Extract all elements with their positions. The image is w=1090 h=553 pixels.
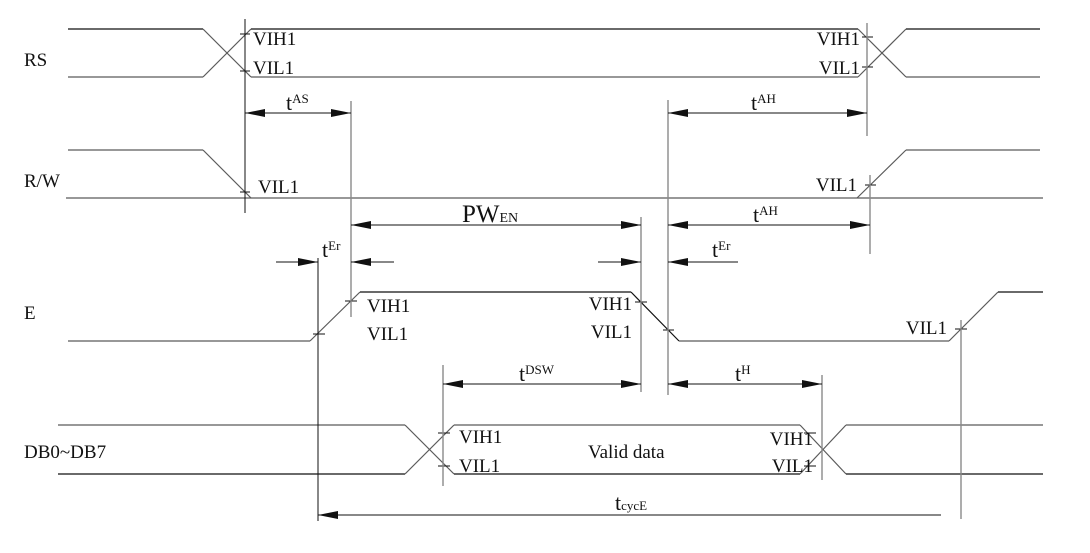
db-vih-label-right: VIH1: [770, 429, 813, 450]
e-vil-label-left: VIL1: [367, 324, 408, 345]
tcyce-label: tcycE: [615, 490, 647, 515]
e-vih-label-left: VIH1: [367, 296, 410, 317]
tah-rs-label: tAH: [751, 90, 776, 115]
e-waveform: [68, 291, 1043, 342]
db-waveform: [58, 424, 1043, 475]
rs-vil-label-left: VIL1: [253, 58, 294, 79]
pwen-label: PWEN: [462, 201, 518, 228]
rw-waveform: [66, 149, 1043, 199]
rs-vih-label-left: VIH1: [253, 29, 296, 50]
db-vil-label-left: VIL1: [459, 456, 500, 477]
db-vih-label-left: VIH1: [459, 427, 502, 448]
reference-lines: [244, 19, 962, 521]
ter-fall-label: tEr: [712, 237, 731, 262]
th-label: tH: [735, 361, 751, 386]
signal-label-rs: RS: [24, 50, 47, 71]
rs-vih-label-right: VIH1: [817, 29, 860, 50]
valid-data-label: Valid data: [588, 442, 665, 463]
tah-rw-label: tAH: [753, 202, 778, 227]
signal-label-rw: R/W: [24, 171, 60, 192]
rw-vil-label-left: VIL1: [258, 177, 299, 198]
e-vil-label-far-right: VIL1: [906, 318, 947, 339]
rs-vil-label-right: VIL1: [819, 58, 860, 79]
e-vih-label-right: VIH1: [589, 294, 632, 315]
signal-label-e: E: [24, 303, 36, 324]
rw-vil-label-right: VIL1: [816, 175, 857, 196]
signal-label-db: DB0~DB7: [24, 442, 106, 463]
e-vil-label-right: VIL1: [591, 322, 632, 343]
rs-waveform: [68, 28, 1040, 78]
tas-label: tAS: [286, 90, 309, 115]
tdsw-label: tDSW: [519, 361, 555, 386]
ter-rise-label: tEr: [322, 237, 341, 262]
db-vil-label-right: VIL1: [772, 456, 813, 477]
